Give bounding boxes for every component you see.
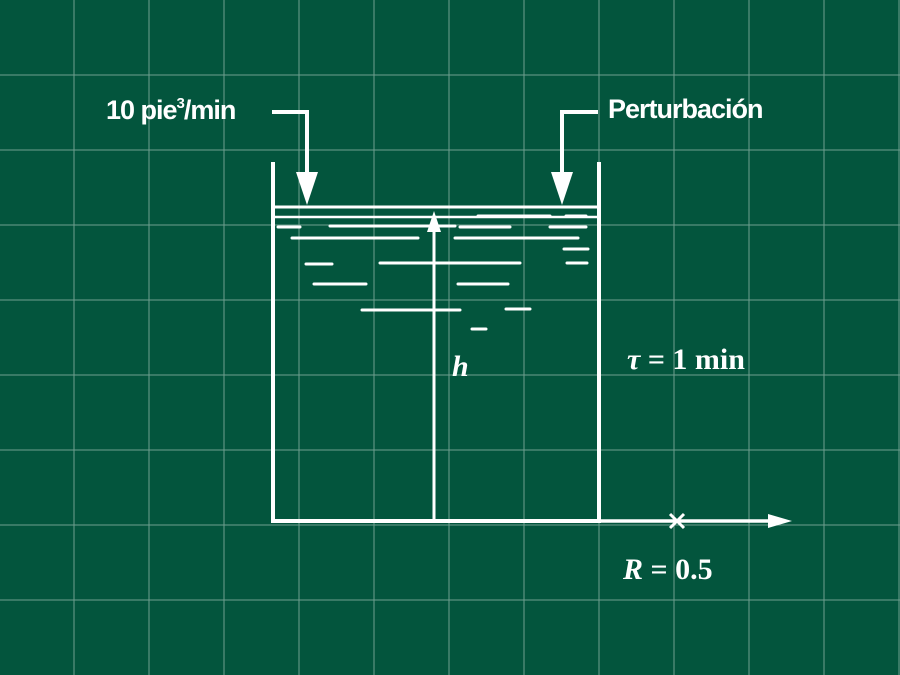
disturbance-label: Perturbación bbox=[608, 94, 764, 124]
level-arrowhead bbox=[427, 211, 441, 232]
outflow-arrowhead bbox=[768, 514, 792, 528]
inflow-unit-text: /min bbox=[183, 95, 237, 125]
resistance-label: R = 0.5 bbox=[623, 553, 713, 587]
tank-outline bbox=[271, 162, 601, 523]
time-constant-label: τ = 1 min bbox=[627, 343, 745, 377]
disturbance-arrowhead bbox=[551, 172, 573, 205]
r-symbol: R bbox=[623, 553, 644, 586]
inflow-rate-text: 10 pie bbox=[106, 95, 178, 125]
inflow-arrowhead bbox=[296, 172, 318, 205]
r-value: = 0.5 bbox=[643, 553, 713, 586]
valve-icon bbox=[668, 512, 686, 530]
disturbance-pipe bbox=[560, 110, 598, 176]
inflow-pipe bbox=[272, 110, 309, 176]
inflow-label: 10 pie3/min bbox=[106, 95, 237, 126]
level-label: h bbox=[452, 350, 469, 383]
tau-symbol: τ bbox=[627, 343, 641, 376]
tau-value: = 1 min bbox=[640, 343, 745, 376]
inflow-exponent-text: 3 bbox=[176, 95, 185, 112]
